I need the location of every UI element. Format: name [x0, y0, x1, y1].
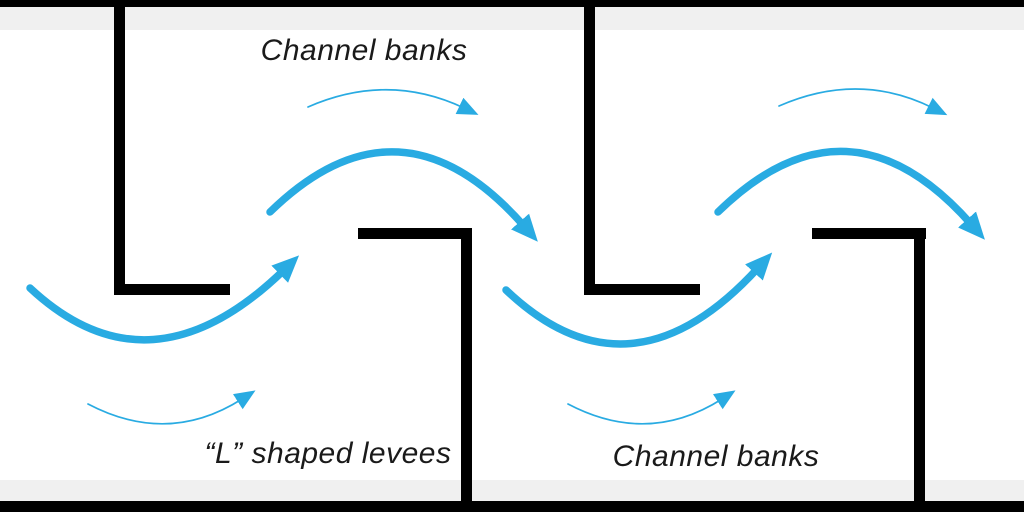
label-channel-banks-top: Channel banks	[260, 34, 468, 67]
levee-bottom-2-foot	[812, 228, 926, 239]
surface-flow-arrow-top-1	[307, 88, 479, 115]
top-bank-shoulder	[0, 7, 1024, 30]
levee-top-1-vertical	[114, 0, 125, 295]
surface-flow-arrow-bottom-1	[87, 390, 256, 425]
main-flow-arrow-3	[502, 252, 773, 348]
levee-bottom-2-vertical	[914, 228, 925, 512]
bottom-channel-bank	[0, 501, 1024, 512]
label-channel-banks-bottom: Channel banks	[612, 440, 820, 473]
levee-top-2-vertical	[584, 0, 595, 295]
top-channel-bank	[0, 0, 1024, 7]
surface-flow-arrow-bottom-2	[567, 390, 736, 425]
main-flow-arrow-4	[714, 147, 985, 240]
levee-bottom-1-foot	[358, 228, 472, 239]
bottom-bank-shoulder	[0, 480, 1024, 501]
levee-bottom-1-vertical	[461, 228, 472, 512]
levee-top-1-foot	[114, 284, 230, 295]
label-l-shaped-levees: “L” shaped levees	[204, 437, 452, 470]
levee-top-2-foot	[584, 284, 700, 295]
main-flow-arrow-1	[26, 255, 300, 344]
main-flow-arrow-2	[266, 148, 538, 242]
surface-flow-arrow-top-2	[778, 88, 948, 116]
